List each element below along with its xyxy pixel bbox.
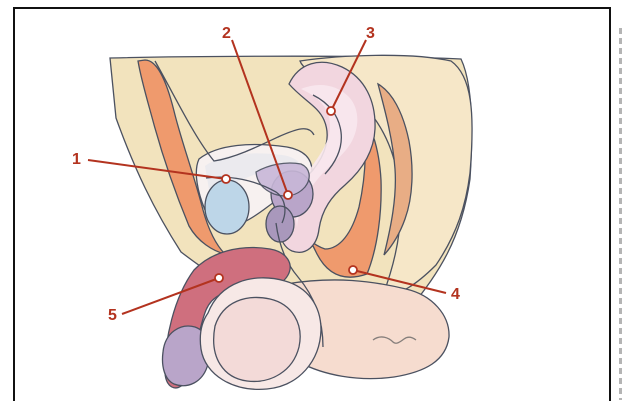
label-1-marker bbox=[222, 175, 230, 183]
label-2-marker bbox=[284, 191, 292, 199]
label-5: 5 bbox=[108, 307, 117, 324]
label-5-marker bbox=[215, 274, 223, 282]
testis bbox=[214, 297, 300, 381]
label-3: 3 bbox=[366, 25, 375, 42]
prostate-lower bbox=[266, 206, 294, 242]
label-4: 4 bbox=[451, 286, 460, 303]
label-2: 2 bbox=[222, 25, 231, 42]
label-1: 1 bbox=[72, 151, 81, 168]
label-3-marker bbox=[327, 107, 335, 115]
label-4-marker bbox=[349, 266, 357, 274]
pubic-bone-blue bbox=[205, 180, 249, 234]
